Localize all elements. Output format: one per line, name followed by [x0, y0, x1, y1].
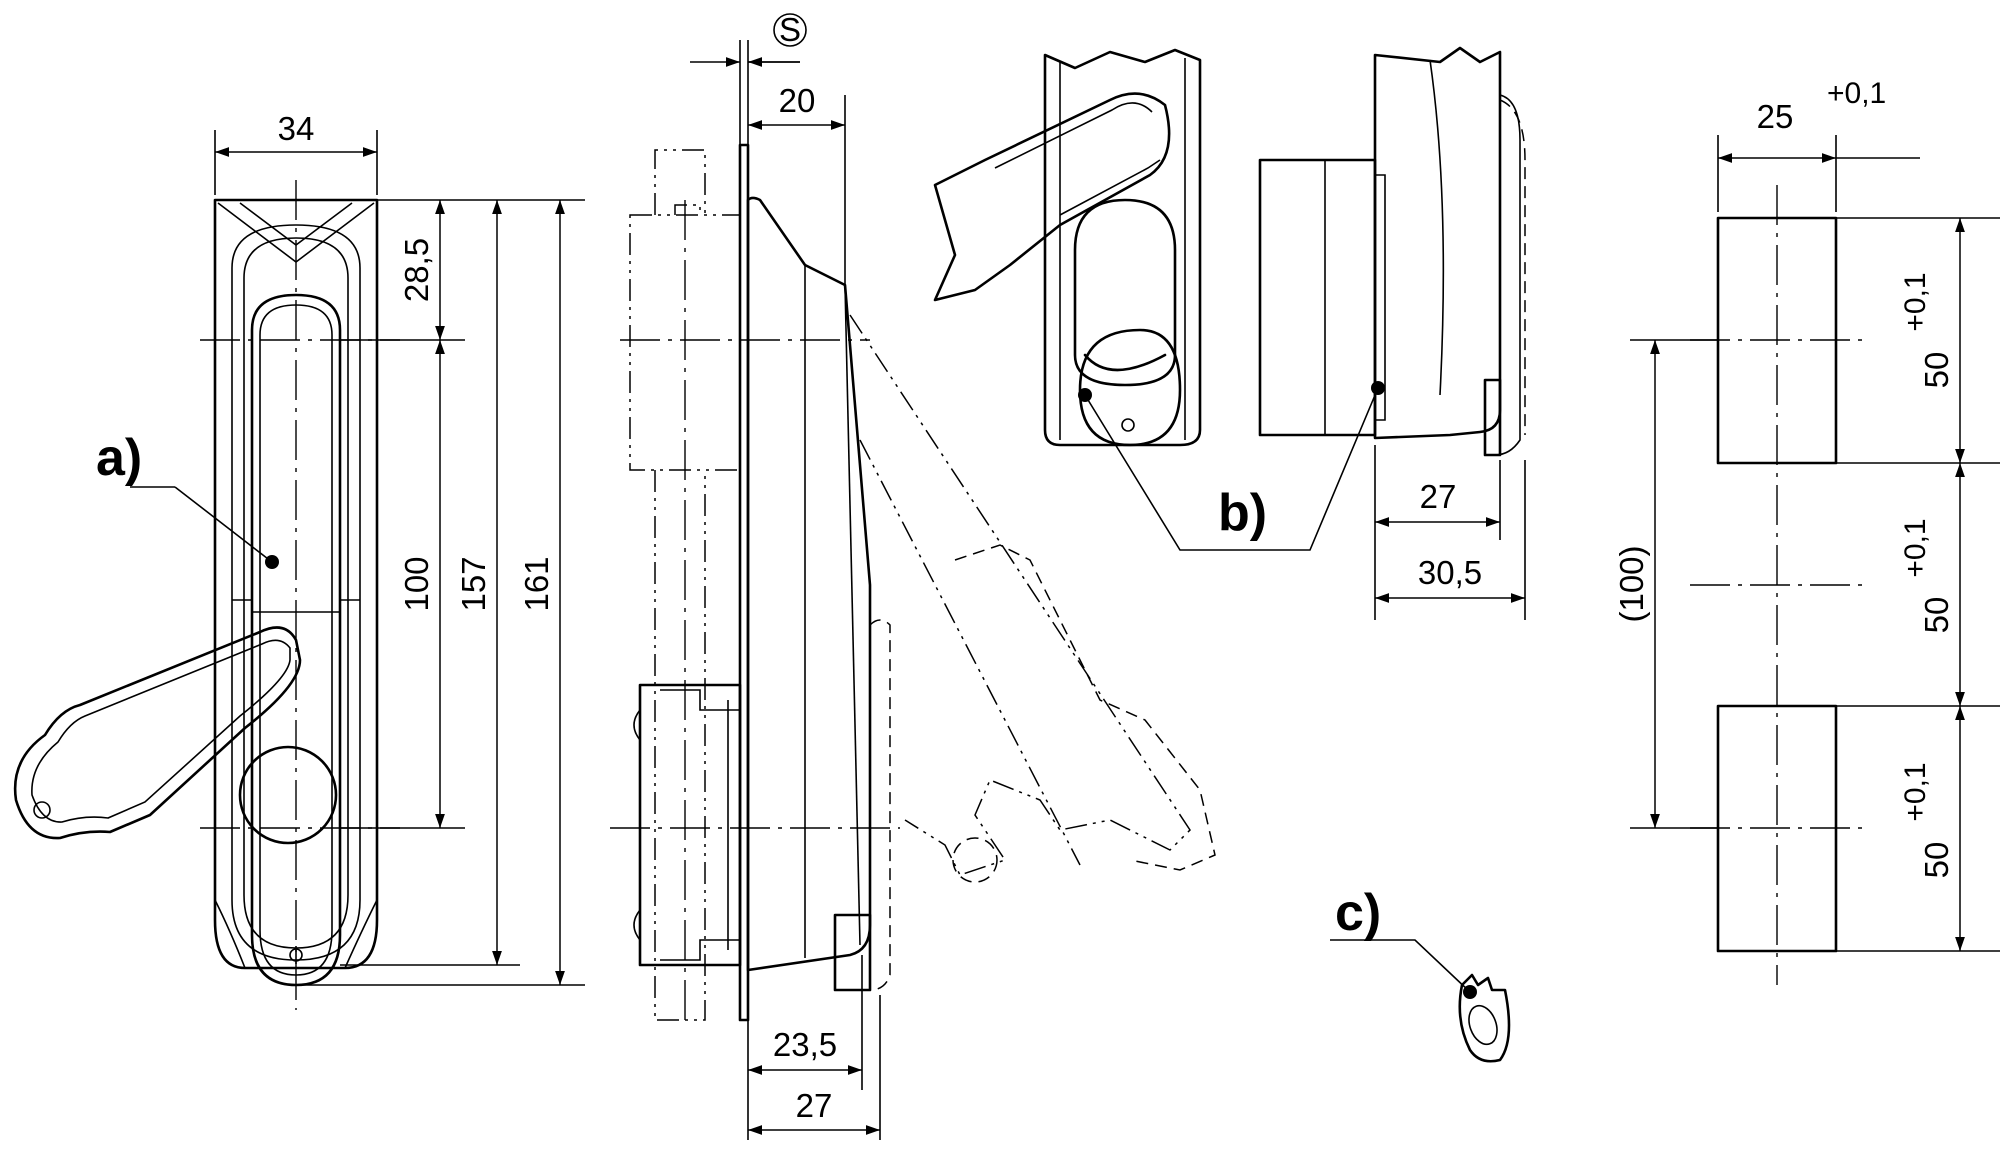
dim-cutout-h2-tol: +0,1: [1899, 518, 1932, 577]
lock-knob: [238, 745, 338, 845]
dim-cutout-h1: 50: [1918, 352, 1955, 389]
dim-cutout-h3: 50: [1918, 842, 1955, 879]
dim-length-161: 161: [518, 556, 555, 611]
dim-detail-30-5: 30,5: [1418, 554, 1482, 591]
callout-b: b): [1218, 484, 1267, 542]
detail-nut: [1258, 158, 1377, 437]
front-view: 34 28,5 100 157 161 a): [13, 110, 585, 1010]
lever-arm: [13, 626, 302, 840]
callout-a: a): [96, 429, 142, 487]
callout-c: c): [1335, 884, 1381, 942]
dim-length-157: 157: [455, 556, 492, 611]
side-housing: [746, 196, 872, 972]
detail-view: b) 27 30,5: [933, 46, 1526, 620]
dim-detail-27: 27: [1420, 478, 1457, 515]
detail-lever: [933, 92, 1171, 302]
mounting-nut: [638, 683, 742, 967]
dim-cutout-width-tol: +0,1: [1827, 77, 1886, 110]
detail-side-body: [1373, 46, 1502, 440]
dim-depth-23-5: 23,5: [773, 1026, 837, 1063]
dim-cutout-h3-tol: +0,1: [1899, 762, 1932, 821]
dim-cutout-h1-tol: +0,1: [1899, 272, 1932, 331]
housing-inner: [231, 224, 361, 961]
dim-width-34: 34: [278, 110, 315, 147]
dim-cutout-width: 25: [1757, 98, 1794, 135]
dim-depth-27: 27: [796, 1087, 833, 1124]
dim-depth-20: 20: [779, 82, 816, 119]
dim-cutout-spacing: (100): [1613, 545, 1650, 622]
key-shape: [1458, 973, 1511, 1063]
detail-front-housing: [1043, 48, 1202, 447]
dim-axis-100: 100: [398, 556, 435, 611]
cutout-view: 25 +0,1 50 +0,1 50 +0,1 50 +0,1 (100): [1613, 77, 2000, 985]
key-detail: c): [1330, 884, 1511, 1063]
dim-cutout-h2: 50: [1918, 597, 1955, 634]
side-view: S 20: [610, 11, 1216, 1140]
handle-slot: [250, 293, 342, 987]
dim-top-28-5: 28,5: [398, 238, 435, 302]
symbol-s: S: [779, 11, 801, 48]
